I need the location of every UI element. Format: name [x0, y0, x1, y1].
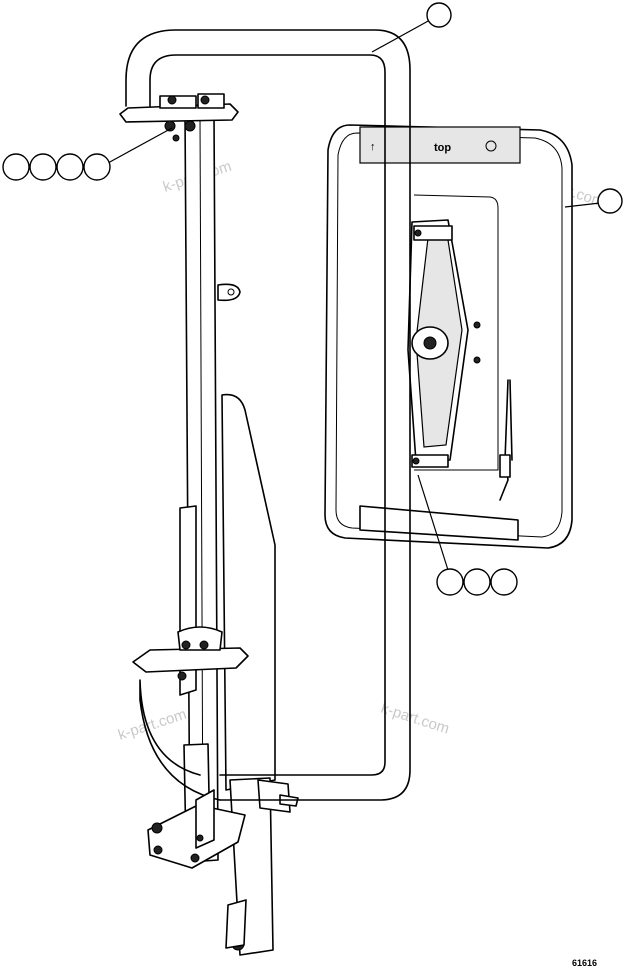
callout-bubble — [597, 188, 623, 214]
callout-bubble — [426, 2, 452, 28]
mirror-top-label: top — [434, 142, 451, 154]
callout-bubble — [2, 153, 30, 181]
callout-bubble — [56, 153, 84, 181]
base-plate — [147, 789, 247, 951]
callout-group-tube — [371, 2, 452, 53]
callout-bubble — [463, 568, 491, 596]
callout-bubble — [436, 568, 464, 596]
callout-bubble — [490, 568, 518, 596]
callout-group-mirror-fasteners — [417, 474, 518, 596]
watermark-4: k-part.com — [379, 700, 452, 738]
drawing-number: 61616 — [572, 958, 597, 968]
callout-bubble — [83, 153, 111, 181]
callout-group-top-fasteners — [2, 127, 173, 181]
mirror-assembly: ↑ top — [324, 124, 573, 549]
top-clamp — [119, 93, 239, 142]
tube-arm — [125, 29, 411, 801]
middle-clamp — [132, 626, 249, 681]
callout-bubble — [29, 153, 57, 181]
mirror-top-arrow: ↑ — [370, 141, 376, 153]
callout-group-mirror — [564, 188, 623, 214]
